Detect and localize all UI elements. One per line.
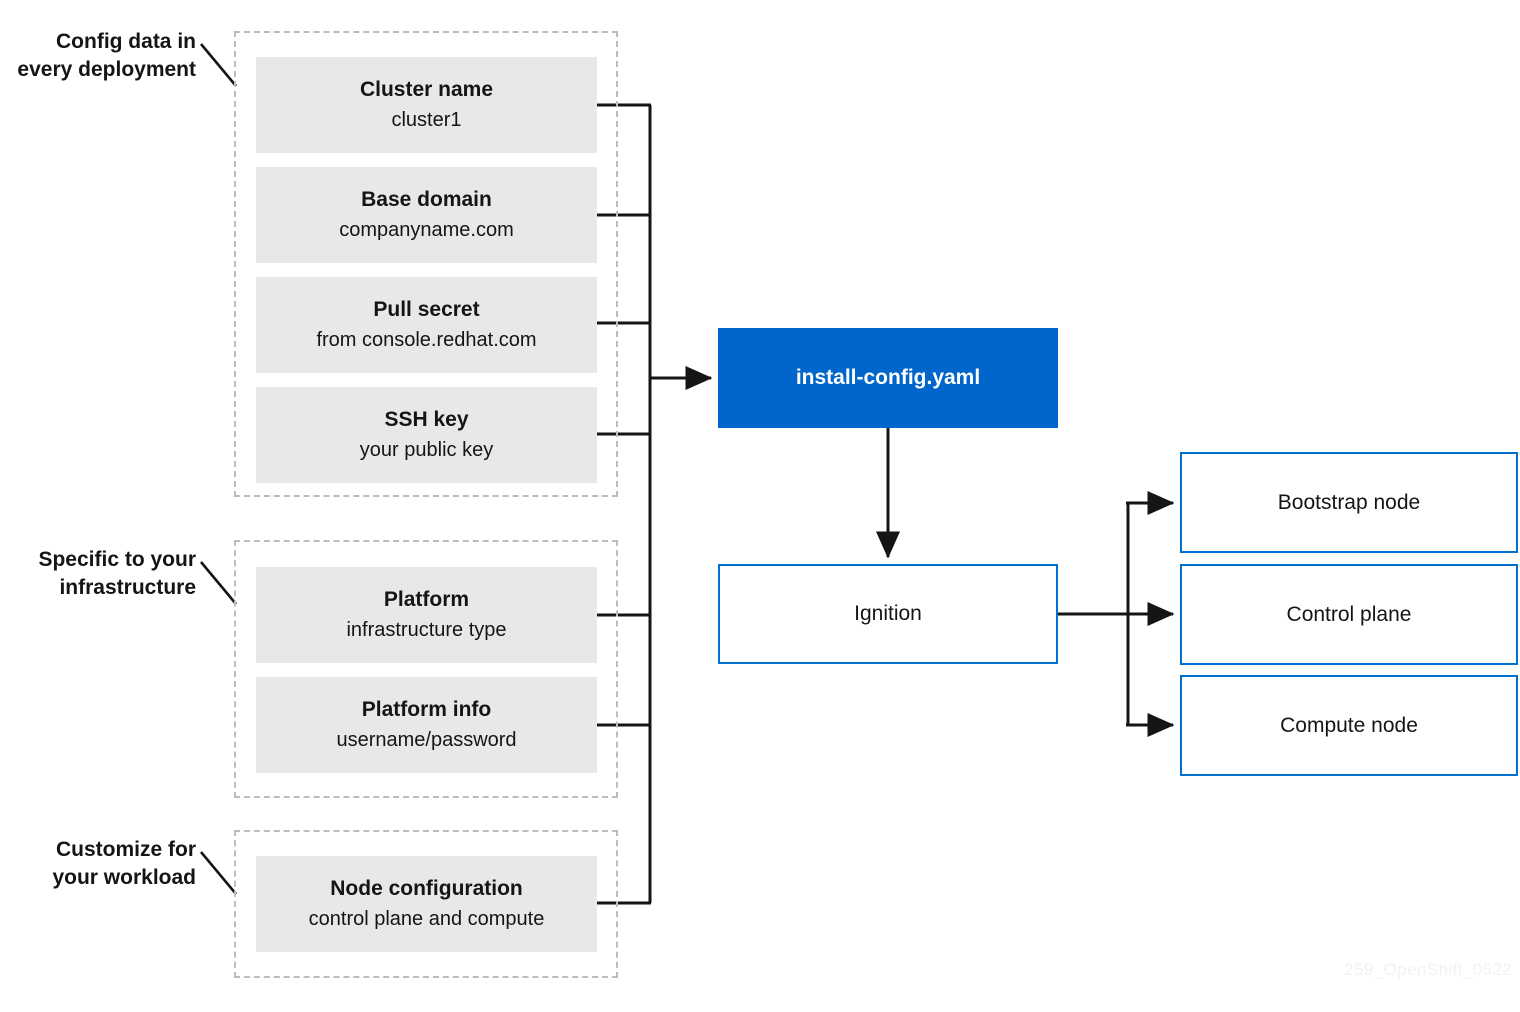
ignition-box[interactable]: Ignition (718, 564, 1058, 664)
config-card-base-domain[interactable]: Base domain companyname.com (256, 167, 597, 263)
config-card-subtitle: infrastructure type (346, 618, 507, 641)
config-card-subtitle: cluster1 (391, 108, 462, 131)
bootstrap-node-label: Bootstrap node (1277, 490, 1421, 514)
config-card-title: Platform info (361, 698, 492, 722)
config-card-node-configuration[interactable]: Node configuration control plane and com… (256, 856, 597, 952)
leader-line-infrastructure (200, 561, 237, 605)
install-config-yaml-label: install-config.yaml (795, 366, 981, 389)
control-plane-box[interactable]: Control plane (1180, 564, 1518, 665)
group-box-every-deployment (234, 31, 618, 497)
config-card-subtitle: control plane and compute (308, 907, 545, 930)
group-label-every-deployment: Config data in every deployment (17, 30, 196, 81)
config-card-title: SSH key (384, 408, 469, 432)
config-card-platform-info[interactable]: Platform info username/password (256, 677, 597, 773)
leader-line-workload (200, 851, 237, 895)
group-label-infrastructure: Specific to your infrastructure (38, 548, 196, 599)
config-card-pull-secret[interactable]: Pull secret from console.redhat.com (256, 277, 597, 373)
config-card-title: Base domain (361, 188, 492, 212)
config-card-title: Pull secret (373, 298, 480, 322)
config-card-subtitle: your public key (359, 438, 494, 461)
group-box-workload (234, 830, 618, 978)
compute-node-label: Compute node (1280, 713, 1418, 737)
config-card-subtitle: companyname.com (339, 218, 514, 241)
config-card-subtitle: from console.redhat.com (316, 328, 537, 351)
leader-line-every-deployment (200, 43, 237, 87)
control-plane-label: Control plane (1286, 602, 1412, 626)
compute-node-box[interactable]: Compute node (1180, 675, 1518, 776)
config-card-title: Node configuration (330, 877, 523, 901)
config-card-subtitle: username/password (336, 728, 517, 751)
config-card-platform[interactable]: Platform infrastructure type (256, 567, 597, 663)
ignition-label: Ignition (854, 602, 922, 625)
install-config-yaml-box[interactable]: install-config.yaml (718, 328, 1058, 428)
config-card-title: Platform (383, 588, 470, 612)
config-card-cluster-name[interactable]: Cluster name cluster1 (256, 57, 597, 153)
watermark: 259_OpenShift_0522 (1344, 960, 1512, 979)
config-card-ssh-key[interactable]: SSH key your public key (256, 387, 597, 483)
group-box-infrastructure (234, 540, 618, 798)
bootstrap-node-box[interactable]: Bootstrap node (1180, 452, 1518, 553)
config-card-title: Cluster name (359, 78, 494, 102)
group-label-workload: Customize for your workload (52, 838, 196, 889)
